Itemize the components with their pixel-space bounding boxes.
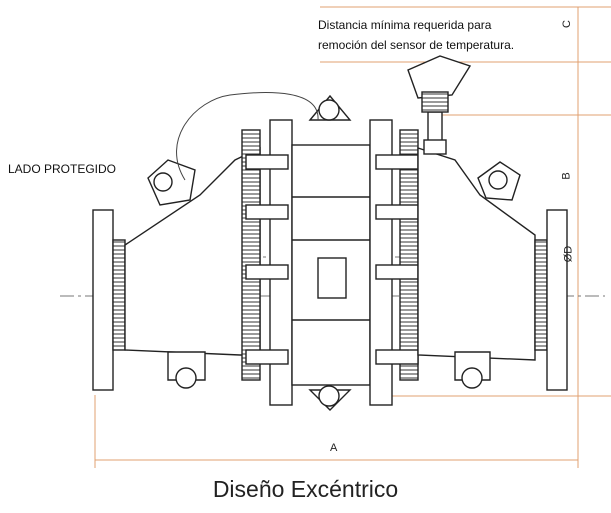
dimension-a-label: A bbox=[330, 442, 338, 454]
sensor-head bbox=[407, 55, 472, 99]
left-knurl bbox=[112, 239, 126, 351]
valve-body bbox=[92, 55, 568, 411]
right-clamp-plate bbox=[369, 119, 393, 406]
dimension-b-label: B bbox=[560, 172, 573, 180]
dimension-d-label: ØD bbox=[562, 245, 575, 263]
left-flange bbox=[92, 209, 114, 391]
right-knurl bbox=[534, 239, 548, 351]
protected-side-label: LADO PROTEGIDO bbox=[8, 162, 117, 176]
top-lug-hole bbox=[318, 99, 340, 121]
sensor-cable bbox=[176, 92, 319, 181]
left-bolt-knurl bbox=[241, 129, 261, 381]
dimension-lines bbox=[94, 6, 611, 468]
left-lug-hole bbox=[153, 172, 173, 192]
center-block bbox=[317, 257, 347, 299]
sensor-note-line-1: Distancia mínima requerida para bbox=[318, 18, 492, 32]
dimension-c-label: C bbox=[560, 20, 573, 28]
right-flange bbox=[546, 209, 568, 391]
bottom-lug-hole bbox=[318, 385, 340, 407]
sensor-note-line-2: remoción del sensor de temperatura. bbox=[318, 38, 515, 52]
right-body bbox=[417, 147, 536, 361]
diagram-caption: Diseño Excéntrico bbox=[212, 476, 399, 502]
